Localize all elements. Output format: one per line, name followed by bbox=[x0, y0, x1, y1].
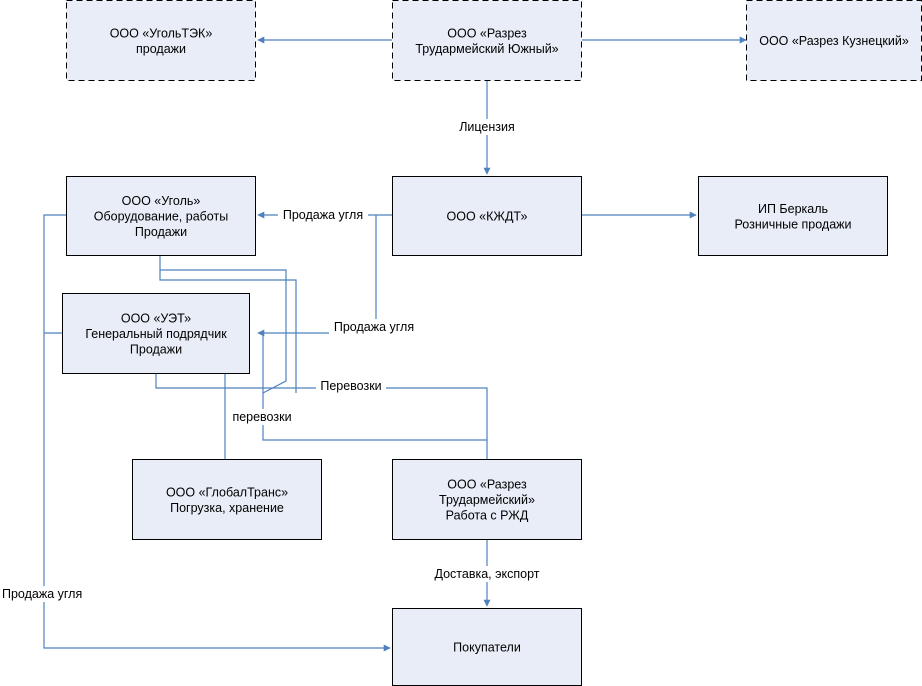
sale-to-buyers-label-bg bbox=[0, 586, 90, 602]
node-razrez-trud-line-2: Работа с РЖД bbox=[446, 509, 529, 523]
node-uet-line-1: Генеральный подрядчик bbox=[85, 327, 227, 341]
node-ugoltek-box bbox=[66, 0, 256, 81]
node-kzhdt-box bbox=[392, 176, 582, 256]
node-ugol-line-1: Оборудование, работы bbox=[94, 210, 228, 224]
node-razrez-yuzhny-line-1: Трудармейский Южный» bbox=[415, 42, 558, 56]
node-globaltrans-line-1: Погрузка, хранение bbox=[170, 501, 284, 515]
node-pokupateli: Покупатели bbox=[392, 608, 582, 686]
edge-sale-to-buyers bbox=[43, 214, 391, 652]
node-ugoltek: ООО «УгольТЭК» продажи bbox=[66, 0, 256, 81]
node-globaltrans-box bbox=[132, 459, 322, 540]
node-berkal-line-1: Розничные продажи bbox=[734, 217, 851, 231]
transport-upper-label-bg bbox=[316, 378, 386, 394]
node-uet-line-2: Продажи bbox=[130, 343, 182, 357]
node-razrez-kuznetsky-line-0: ООО «Разрез Кузнецкий» bbox=[759, 34, 909, 48]
sale-to-ugol-label-bg bbox=[278, 207, 368, 223]
label-delivery: Доставка, экспорт bbox=[435, 567, 540, 581]
node-razrez-trud-line-0: ООО «Разрез bbox=[447, 478, 527, 492]
node-uet-box bbox=[62, 293, 250, 374]
edge-ugol-transport-b bbox=[159, 270, 297, 393]
transport-lower-label-bg bbox=[226, 409, 298, 425]
label-sale-to-uet: Продажа угля bbox=[334, 320, 414, 334]
node-ugol-line-0: ООО «Уголь» bbox=[122, 194, 201, 208]
node-berkal-line-0: ИП Беркаль bbox=[758, 202, 828, 216]
node-razrez-trud-box bbox=[392, 459, 582, 540]
node-pokupateli-line-0: Покупатели bbox=[453, 641, 521, 655]
label-sale-to-ugol: Продажа угля bbox=[283, 208, 363, 222]
label-transport-upper: Перевозки bbox=[320, 379, 381, 393]
node-razrez-yuzhny-box bbox=[392, 0, 582, 81]
node-ugoltek-line-0: ООО «УгольТЭК» bbox=[110, 26, 213, 40]
node-razrez-kuznetsky: ООО «Разрез Кузнецкий» bbox=[746, 0, 922, 81]
node-ugoltek-line-1: продажи bbox=[136, 42, 186, 56]
node-pokupateli-box bbox=[392, 608, 582, 686]
sale-to-uet-label-bg bbox=[329, 319, 419, 335]
node-ugol-line-2: Продажи bbox=[135, 225, 187, 239]
edge-kzhdt-to-uet bbox=[257, 215, 377, 337]
license-label-bg bbox=[454, 119, 520, 135]
label-sale-to-buyers: Продажа угля bbox=[2, 587, 82, 601]
label-transport-lower: перевозки bbox=[232, 410, 291, 424]
node-berkal-box bbox=[698, 176, 888, 256]
edge-ugol-transport-a bbox=[159, 256, 287, 394]
node-razrez-yuzhny-line-0: ООО «Разрез bbox=[447, 26, 527, 40]
edge-transport-lower bbox=[262, 333, 487, 441]
node-globaltrans: ООО «ГлобалТранс» Погрузка, хранение bbox=[132, 459, 322, 540]
node-razrez-trud-line-1: Трудармейский» bbox=[439, 493, 535, 507]
node-kzhdt: ООО «КЖДТ» bbox=[392, 176, 582, 256]
delivery-label-bg bbox=[426, 566, 548, 582]
node-razrez-kuznetsky-box bbox=[746, 0, 922, 81]
node-kzhdt-line-0: ООО «КЖДТ» bbox=[447, 210, 528, 224]
node-globaltrans-line-0: ООО «ГлобалТранс» bbox=[166, 485, 288, 499]
node-ugol-box bbox=[66, 176, 256, 256]
label-license: Лицензия bbox=[459, 120, 515, 134]
node-uet-line-0: ООО «УЭТ» bbox=[121, 312, 191, 326]
